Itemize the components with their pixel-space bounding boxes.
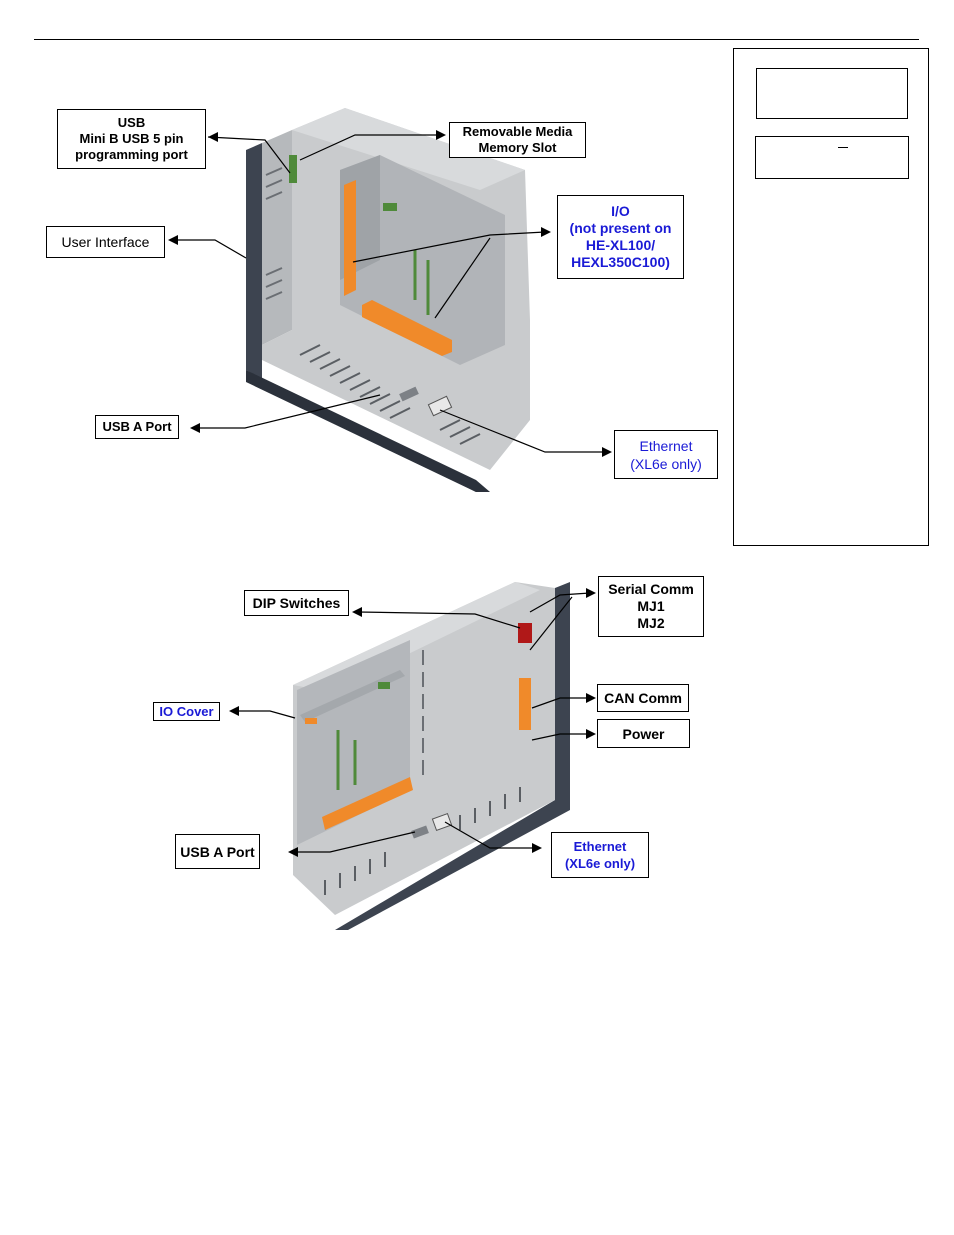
fig1-leaders [174, 134, 605, 453]
label-io-line2: (not present on [569, 220, 672, 236]
fig1-terminal-vertical [344, 180, 356, 296]
fig2-arrowheads [229, 588, 596, 857]
label-removable-media: Removable Media Memory Slot [449, 122, 586, 158]
fig2-ethernet-port [431, 812, 453, 832]
label-io-line4: HEXL350C100) [571, 254, 670, 270]
fig2-dip-switch [518, 623, 532, 643]
fig1-arrowheads [168, 130, 612, 457]
label-user-interface: User Interface [46, 226, 165, 258]
label-usb-a-port-fig2: USB A Port [175, 834, 260, 869]
fig1-terminal-horizontal [362, 300, 452, 356]
label-ethernet-fig2: Ethernet (XL6e only) [551, 832, 649, 878]
label-ethernet-fig1-line2: (XL6e only) [630, 455, 702, 472]
label-usb-programming-port: USB Mini B USB 5 pin programming port [57, 109, 206, 169]
label-usb-a-port-fig1-text: USB A Port [102, 419, 172, 434]
label-serial-comm-line3: MJ2 [637, 615, 665, 631]
label-usb-line3: programming port [75, 147, 188, 162]
sidebar-box-second [755, 136, 909, 179]
label-io-line1: I/O [611, 203, 630, 219]
label-can-comm: CAN Comm [597, 684, 689, 712]
label-dip-switches: DIP Switches [244, 590, 349, 616]
label-io: I/O (not present on HE-XL100/ HEXL350C10… [557, 195, 684, 279]
label-removable-line1: Removable Media [462, 124, 573, 139]
sidebar-box-top [756, 68, 908, 119]
fig2-green-connector [378, 682, 390, 689]
label-io-cover: IO Cover [153, 702, 220, 721]
label-ethernet-fig1: Ethernet (XL6e only) [614, 430, 718, 479]
label-serial-comm: Serial Comm MJ1 MJ2 [598, 576, 704, 637]
sidebar-dash [838, 147, 848, 148]
fig1-bezel-bottom [246, 370, 490, 492]
fig1-housing-left [262, 130, 292, 345]
label-user-interface-text: User Interface [61, 234, 150, 250]
fig1-usb-a-port [399, 386, 419, 402]
label-io-cover-text: IO Cover [159, 703, 214, 719]
sidebar-panel [733, 48, 929, 546]
label-usb-line2: Mini B USB 5 pin [79, 131, 184, 146]
fig2-can-terminal [519, 678, 531, 730]
label-power-text: Power [622, 725, 665, 742]
fig2-orange-latch [305, 718, 317, 724]
header-rule [34, 39, 919, 40]
fig2-bottom-vents [324, 787, 521, 895]
fig1-green-connector [289, 155, 297, 183]
fig1-side-vents [265, 167, 283, 300]
label-usb-line1: USB [117, 115, 146, 130]
fig1-housing-top [292, 108, 525, 190]
label-io-line3: HE-XL100/ [585, 237, 656, 253]
label-ethernet-fig2-line2: (XL6e only) [564, 856, 636, 871]
label-removable-line2: Memory Slot [478, 140, 557, 155]
label-usb-a-port-fig2-text: USB A Port [180, 843, 255, 860]
label-ethernet-fig2-line1: Ethernet [573, 839, 627, 854]
fig2-usb-a-port [411, 825, 429, 839]
fig2-leaders [235, 592, 591, 853]
label-can-comm-text: CAN Comm [604, 690, 682, 706]
label-serial-comm-line1: Serial Comm [608, 581, 694, 597]
fig1-green-connector-2 [383, 203, 397, 211]
label-ethernet-fig1-line1: Ethernet [639, 437, 693, 454]
fig1-vents [299, 344, 481, 445]
label-power: Power [597, 719, 690, 748]
label-usb-a-port-fig1: USB A Port [95, 415, 179, 439]
label-dip-switches-text: DIP Switches [252, 595, 341, 611]
fig2-terminal-horizontal [322, 777, 413, 830]
label-serial-comm-line2: MJ1 [637, 598, 665, 614]
